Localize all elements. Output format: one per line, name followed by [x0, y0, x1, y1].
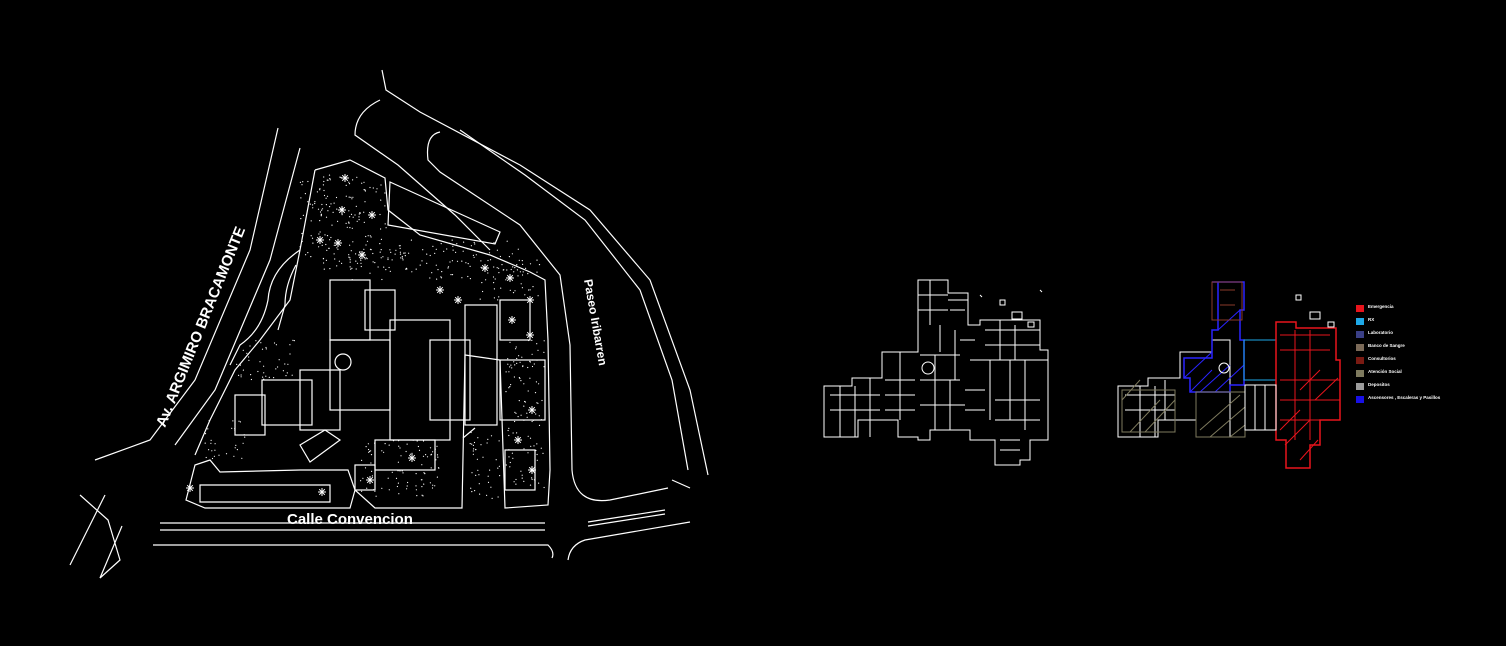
building [499, 299, 531, 341]
ramp [299, 429, 342, 463]
legend-item: Ascensores , Escaleras y Pasillos [1356, 395, 1496, 413]
parking-strip [199, 484, 331, 503]
legend-item: Depositos [1356, 382, 1496, 395]
legend-swatch [1356, 305, 1364, 312]
road-edge [567, 521, 691, 561]
building [429, 339, 471, 421]
road-edge [153, 544, 554, 559]
legend-item: Emergencia [1356, 304, 1496, 317]
legend-item: Consultorios [1356, 356, 1496, 369]
road-edge [174, 147, 301, 446]
building [364, 289, 396, 331]
legend-swatch [1356, 357, 1364, 364]
inner-curve [229, 249, 301, 366]
legend-item: Atención Social [1356, 369, 1496, 382]
road-edge [79, 494, 121, 579]
inner-curve [277, 264, 297, 331]
street-label-paseo-iribarren: Paseo Iribarren [581, 278, 610, 366]
building [299, 369, 341, 431]
building [374, 439, 436, 471]
legend-swatch [1356, 396, 1364, 403]
floor-plan-white [823, 279, 1049, 466]
legend-label: Depositos [1368, 382, 1390, 387]
road-edge [381, 69, 709, 476]
legend-swatch [1356, 331, 1364, 338]
legend-label: Atención Social [1368, 369, 1402, 374]
legend-item: Laboratorio [1356, 330, 1496, 343]
floor-plan-zoned [1117, 281, 1341, 469]
landscape-hatch [204, 174, 545, 499]
building [261, 379, 313, 426]
roundabout [334, 353, 352, 371]
building [329, 279, 371, 341]
parking-diagonal [387, 181, 501, 245]
legend-swatch [1356, 344, 1364, 351]
building [499, 359, 546, 421]
road-edge [587, 513, 666, 527]
legend-label: Ascensores , Escaleras y Pasillos [1368, 395, 1441, 400]
building [389, 319, 451, 441]
legend-swatch [1356, 318, 1364, 325]
legend-label: Emergencia [1368, 304, 1394, 309]
road-edge [69, 494, 106, 566]
legend-label: Banco de Sangre [1368, 343, 1405, 348]
legend-item: RX [1356, 317, 1496, 330]
legend-item: Banco de Sangre [1356, 343, 1496, 356]
road-edge [354, 99, 491, 251]
building [464, 304, 498, 426]
legend-label: RX [1368, 317, 1375, 322]
legend-swatch [1356, 383, 1364, 390]
street-label-calle-convencion: Calle Convencion [287, 511, 413, 528]
road-edge [94, 127, 279, 461]
site-plan [69, 69, 709, 579]
road-edge [99, 525, 123, 579]
legend-label: Consultorios [1368, 356, 1396, 361]
trees [186, 174, 536, 496]
road-edge [426, 131, 669, 502]
road-edge [459, 129, 689, 471]
building [329, 339, 391, 411]
building [234, 394, 266, 436]
road-edge [671, 479, 691, 489]
legend-label: Laboratorio [1368, 330, 1394, 335]
legend-swatch [1356, 370, 1364, 377]
building [354, 464, 376, 491]
road-edge [587, 509, 666, 523]
site-boundary [185, 159, 551, 509]
